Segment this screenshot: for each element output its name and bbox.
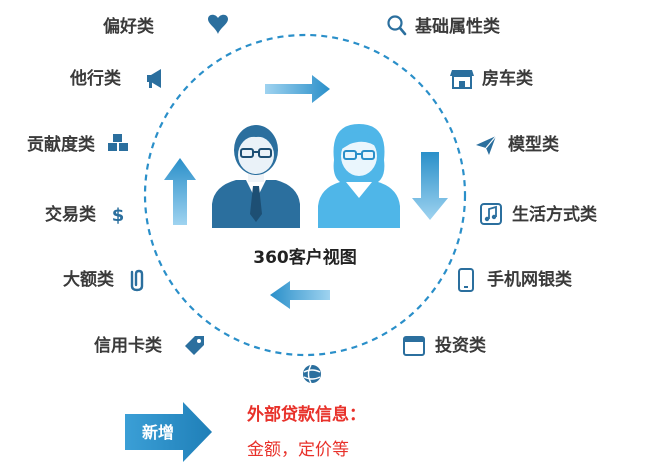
category-label-contribution: 贡献度类 [27,134,96,155]
cycle-arrow-left [270,281,330,309]
man-avatar-icon [212,125,300,228]
center-label: 360客户视图 [253,247,357,268]
cubes-icon [108,134,128,151]
category-label-preference: 偏好类 [103,16,155,37]
new-info-title: 外部贷款信息： [247,404,366,425]
dashed-ring [143,33,467,357]
svg-text:$: $ [112,205,125,226]
category-label-credit-card: 信用卡类 [94,335,163,356]
category-label-model: 模型类 [508,134,560,155]
woman-avatar-icon [318,124,400,228]
category-label-investment: 投资类 [435,335,487,356]
category-label-basic-attributes: 基础属性类 [414,16,501,37]
window-icon [403,336,425,356]
phone-icon [458,268,474,292]
cycle-arrow-up [164,158,196,225]
music-icon [480,203,502,225]
search-icon [387,15,407,36]
new-badge: 新增 [125,402,212,462]
new-badge-label: 新增 [142,423,174,442]
cycle-arrow-down [412,152,448,220]
new-info-detail: 金额，定价等 [247,440,349,460]
paperclip-icon [130,269,144,292]
megaphone-icon [147,69,161,88]
store-icon [450,70,474,89]
category-label-house-car: 房车类 [482,68,534,89]
category-label-lifestyle: 生活方式类 [512,204,598,225]
heart-icon [208,14,228,34]
category-label-mobile-online-banking: 手机网银类 [487,269,573,290]
dollar-icon: $ [112,205,125,226]
globe-icon [303,364,321,384]
category-label-transaction: 交易类 [45,204,97,225]
tag-icon [185,336,204,355]
paper-plane-icon [476,135,497,155]
category-label-large-amount: 大额类 [63,269,115,290]
cycle-arrow-right [265,75,330,103]
category-label-other-industry: 他行类 [69,68,122,89]
